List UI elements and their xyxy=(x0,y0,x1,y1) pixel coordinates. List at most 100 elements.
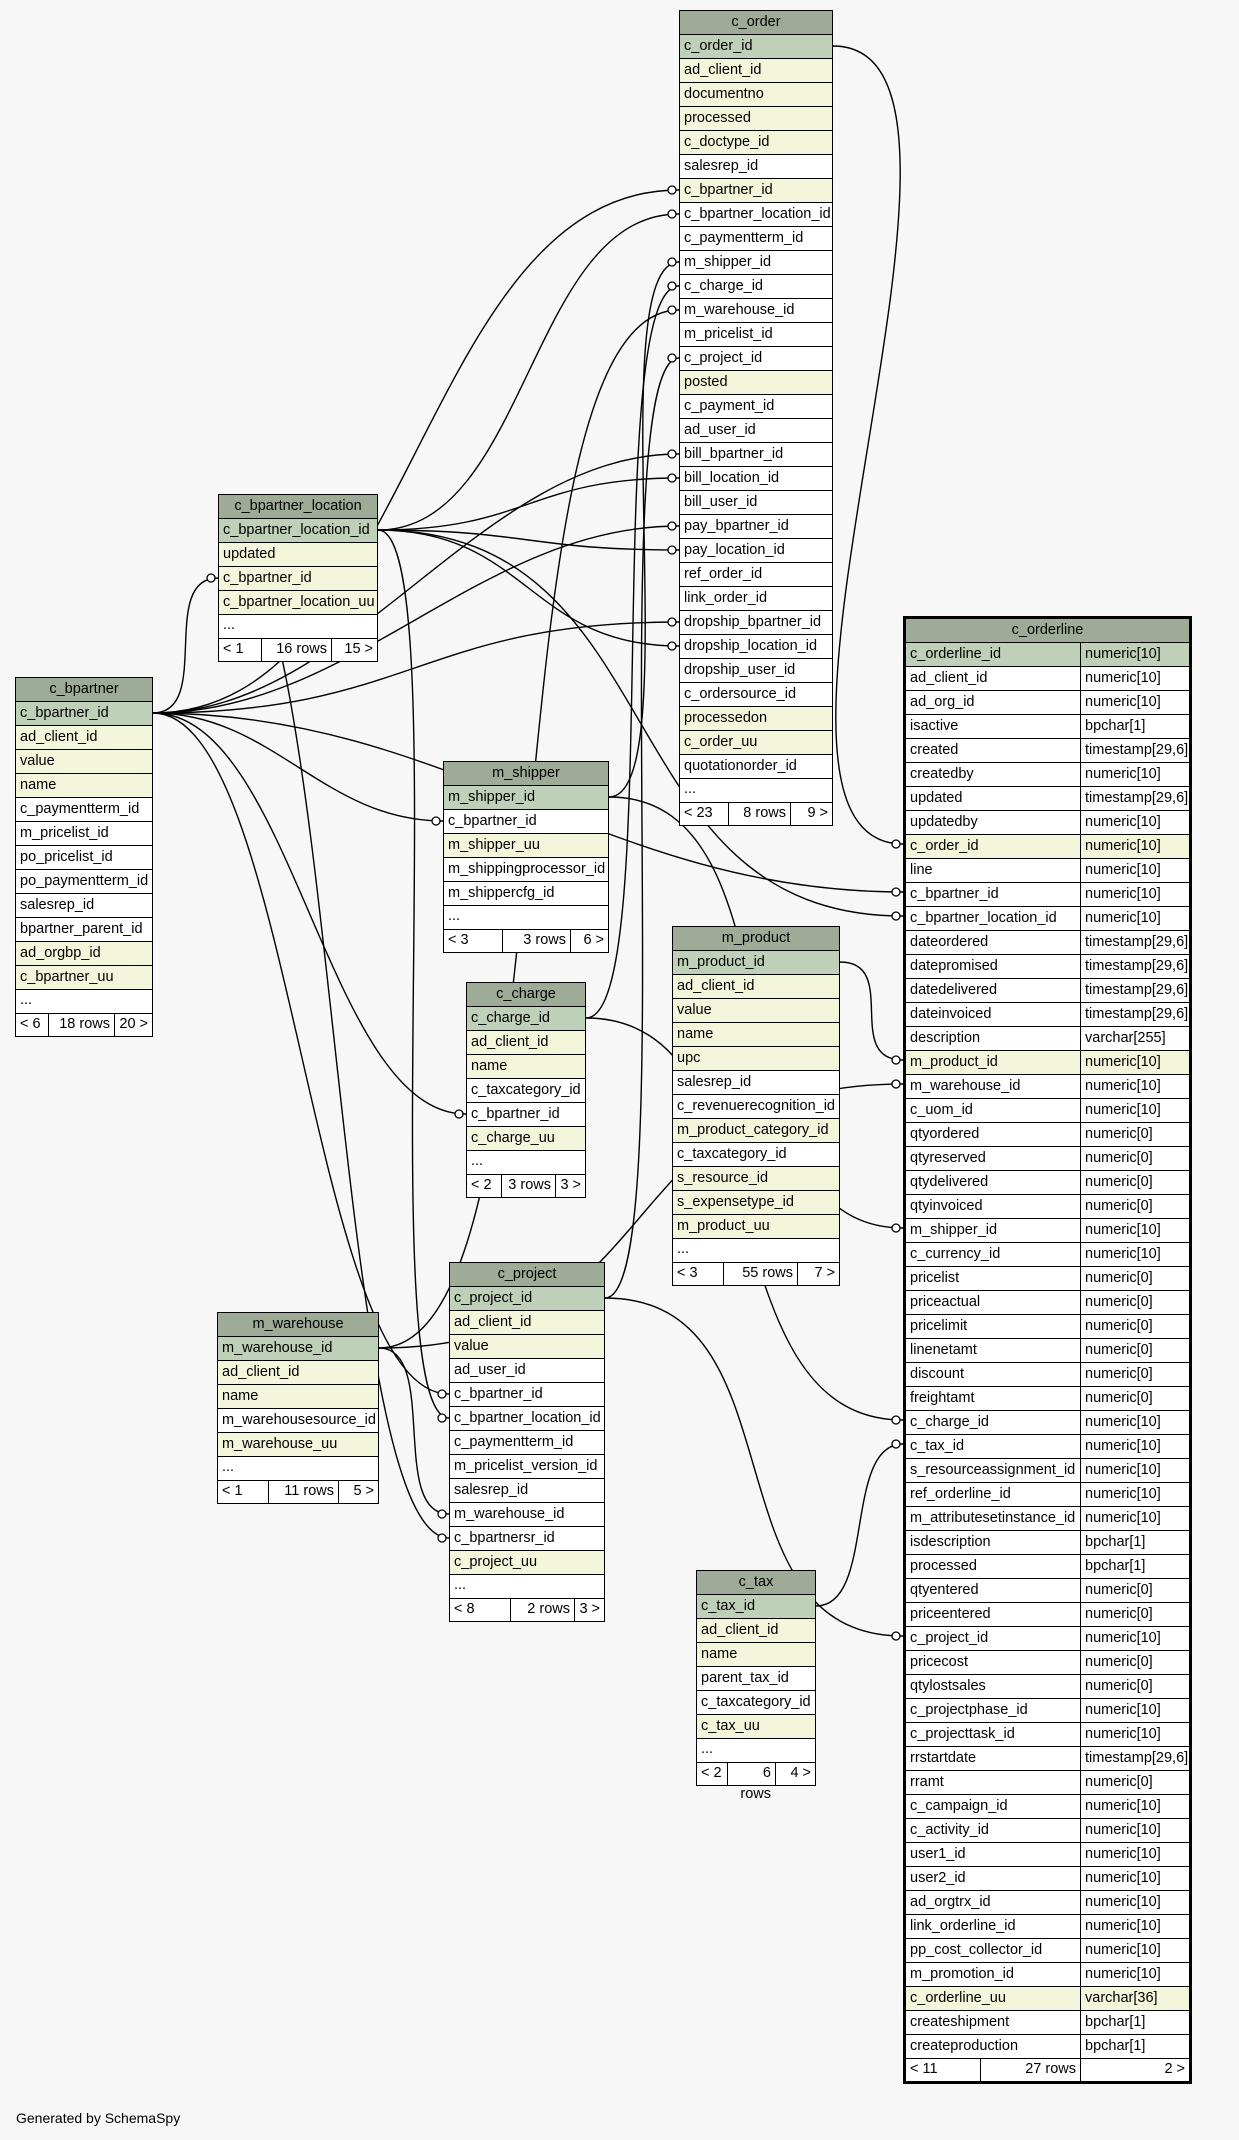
column-row[interactable]: m_shippingprocessor_id xyxy=(444,858,608,882)
column-row[interactable]: c_bpartner_location_id xyxy=(219,519,377,543)
parents-count[interactable]: < 3 xyxy=(677,1265,698,1281)
column-row[interactable]: link_order_id xyxy=(680,587,832,611)
column-row[interactable]: ad_client_id xyxy=(697,1619,815,1643)
column-row[interactable]: pay_location_id xyxy=(680,539,832,563)
children-count[interactable]: 3 > xyxy=(574,1599,604,1621)
column-row[interactable]: upc xyxy=(673,1047,839,1071)
column-row[interactable]: m_product_id xyxy=(673,951,839,975)
parents-count[interactable]: < 2 xyxy=(701,1765,722,1781)
column-row[interactable]: m_warehouse_id xyxy=(218,1337,378,1361)
column-row[interactable]: c_taxcategory_id xyxy=(467,1079,585,1103)
column-row[interactable]: c_bpartner_uu xyxy=(16,966,152,990)
children-count[interactable]: 2 > xyxy=(1080,2059,1189,2081)
column-row[interactable]: m_warehouse_uu xyxy=(218,1433,378,1457)
column-row[interactable]: c_tax_id xyxy=(697,1595,815,1619)
column-row[interactable]: name xyxy=(218,1385,378,1409)
table-title[interactable]: c_project xyxy=(450,1263,604,1287)
parents-count[interactable]: < 1 xyxy=(222,1483,243,1499)
children-count[interactable]: 9 > xyxy=(790,803,832,825)
column-row[interactable]: c_bpartner_id xyxy=(467,1103,585,1127)
column-row[interactable]: pay_bpartner_id xyxy=(680,515,832,539)
column-row[interactable]: ad_client_id xyxy=(16,726,152,750)
parents-count[interactable]: < 11 xyxy=(910,2061,938,2077)
column-row[interactable]: m_shipper_id xyxy=(680,251,832,275)
column-row[interactable]: name xyxy=(467,1055,585,1079)
column-row[interactable]: processedon xyxy=(680,707,832,731)
column-row[interactable]: ad_client_id xyxy=(673,975,839,999)
column-row[interactable]: c_revenuerecognition_id xyxy=(673,1095,839,1119)
column-row[interactable]: c_charge_uu xyxy=(467,1127,585,1151)
column-row[interactable]: m_pricelist_version_id xyxy=(450,1455,604,1479)
column-row[interactable]: m_product_uu xyxy=(673,1215,839,1239)
column-row[interactable]: name xyxy=(697,1643,815,1667)
column-row[interactable]: ref_order_id xyxy=(680,563,832,587)
column-row[interactable]: ad_user_id xyxy=(680,419,832,443)
table-title[interactable]: m_shipper xyxy=(444,762,608,786)
column-row[interactable]: ad_client_id xyxy=(680,59,832,83)
children-count[interactable]: 15 > xyxy=(331,639,377,661)
parents-count[interactable]: < 23 xyxy=(684,805,713,821)
column-row[interactable]: c_bpartner_location_id xyxy=(450,1407,604,1431)
column-row[interactable]: documentno xyxy=(680,83,832,107)
column-row[interactable]: m_product_category_id xyxy=(673,1119,839,1143)
table-title[interactable]: c_tax xyxy=(697,1571,815,1595)
column-row[interactable]: m_warehouse_id xyxy=(680,299,832,323)
column-row[interactable]: c_bpartner_id xyxy=(450,1383,604,1407)
column-row[interactable]: name xyxy=(16,774,152,798)
column-row[interactable]: c_bpartner_id xyxy=(680,179,832,203)
column-row[interactable]: m_shipper_id xyxy=(444,786,608,810)
column-row[interactable]: m_warehousesource_id xyxy=(218,1409,378,1433)
column-row[interactable]: value xyxy=(16,750,152,774)
column-row[interactable]: po_pricelist_id xyxy=(16,846,152,870)
parents-count[interactable]: < 6 xyxy=(20,1016,41,1032)
column-row[interactable]: m_pricelist_id xyxy=(16,822,152,846)
column-row[interactable]: c_paymentterm_id xyxy=(16,798,152,822)
column-row[interactable]: posted xyxy=(680,371,832,395)
table-title[interactable]: m_product xyxy=(673,927,839,951)
column-row[interactable]: c_doctype_id xyxy=(680,131,832,155)
column-row[interactable]: m_pricelist_id xyxy=(680,323,832,347)
column-row[interactable]: c_order_uu xyxy=(680,731,832,755)
column-row[interactable]: dropship_location_id xyxy=(680,635,832,659)
column-row[interactable]: updated xyxy=(219,543,377,567)
children-count[interactable]: 4 > xyxy=(775,1763,815,1785)
parents-count[interactable]: < 3 xyxy=(448,932,469,948)
table-title[interactable]: m_warehouse xyxy=(218,1313,378,1337)
